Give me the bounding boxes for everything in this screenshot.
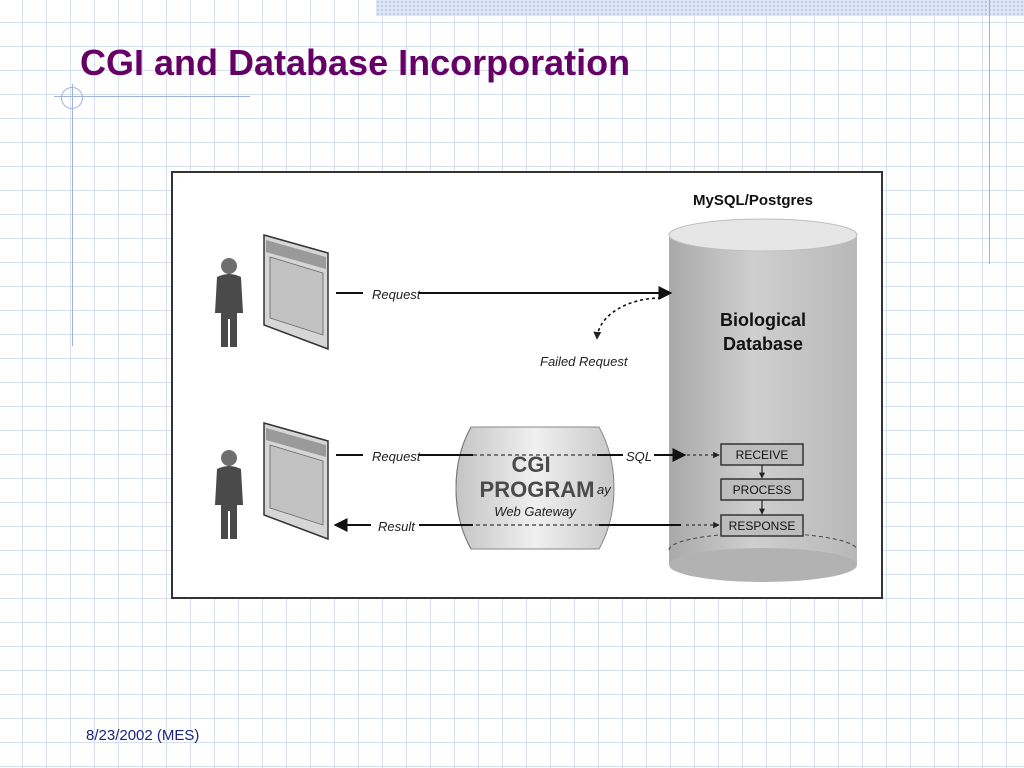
cgi-database-diagram: MySQL/Postgres Biological Database RECEI… bbox=[215, 192, 858, 582]
step-process-label: PROCESS bbox=[733, 483, 792, 497]
browser-window-top bbox=[263, 234, 329, 351]
cgi-partial-label: ay bbox=[597, 482, 612, 497]
db-header-label: MySQL/Postgres bbox=[693, 192, 813, 209]
right-decor-rule bbox=[989, 0, 990, 264]
slide-title: CGI and Database Incorporation bbox=[80, 42, 631, 83]
db-title-line1: Biological bbox=[720, 310, 806, 330]
cgi-title-line2: PROGRAM bbox=[480, 477, 595, 502]
cgi-title-line1: CGI bbox=[511, 452, 550, 477]
left-decor-rule bbox=[72, 84, 73, 346]
db-title-line2: Database bbox=[723, 334, 803, 354]
diagram-frame: MySQL/Postgres Biological Database RECEI… bbox=[171, 171, 883, 599]
step-receive-box: RECEIVE bbox=[720, 443, 804, 466]
sql-label: SQL bbox=[626, 449, 652, 464]
bottom-request-label: Request bbox=[372, 449, 422, 464]
user-figure-bottom bbox=[215, 450, 243, 539]
user-figure-top bbox=[215, 258, 243, 347]
title-decor-ring bbox=[61, 87, 83, 109]
step-response-box: RESPONSE bbox=[720, 514, 804, 537]
result-label: Result bbox=[378, 519, 416, 534]
title-underline-rule bbox=[54, 96, 250, 97]
cgi-program-cylinder bbox=[455, 426, 615, 550]
top-request-label: Request bbox=[372, 287, 422, 302]
failed-request-arrow bbox=[593, 297, 662, 340]
browser-window-bottom bbox=[263, 422, 329, 541]
cgi-subtitle: Web Gateway bbox=[494, 504, 577, 519]
slide-footer: 8/23/2002 (MES) bbox=[86, 727, 200, 744]
step-response-label: RESPONSE bbox=[729, 519, 796, 533]
step-receive-label: RECEIVE bbox=[736, 448, 789, 462]
top-decor-band bbox=[376, 0, 1024, 16]
failed-request-label: Failed Request bbox=[540, 354, 629, 369]
step-process-box: PROCESS bbox=[720, 478, 804, 501]
